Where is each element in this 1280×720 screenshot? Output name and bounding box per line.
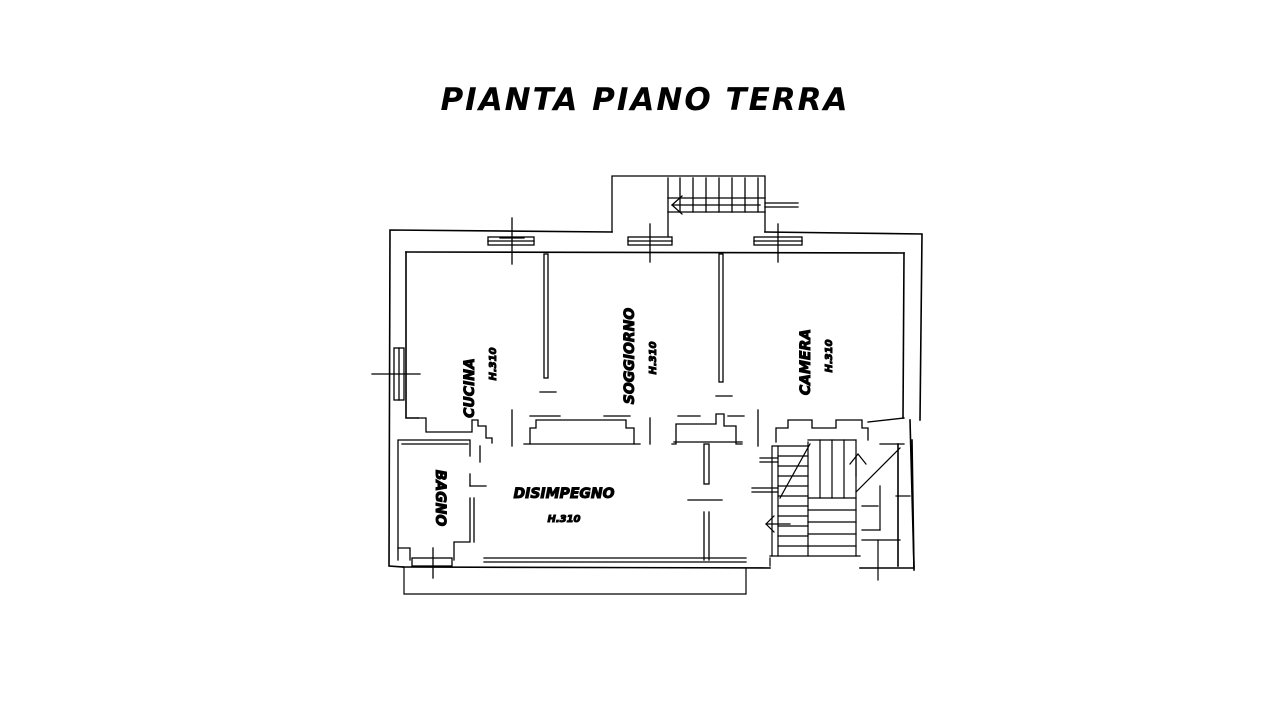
room-label-disimpegno: DISIMPEGNO [514,486,615,502]
room-height-soggiorno: H.310 [648,341,659,374]
room-label-cucina: CUCINA [462,358,478,418]
room-label-camera: CAMERA [798,329,814,395]
entrance-staircase [611,175,799,237]
partition-walls [397,253,905,563]
room-height-camera: H.310 [824,339,835,372]
room-height-disimpegno: H.310 [547,514,580,525]
room-label-soggiorno: SOGGIORNO [622,308,638,405]
plan-title: PIANTA PIANO TERRA [440,82,850,118]
outer-walls [388,229,923,571]
windows [371,217,803,579]
room-height-cucina: H.310 [488,347,499,380]
internal-staircase [751,439,911,581]
terrace-outline [403,557,771,595]
room-label-bagno: BAGNO [432,470,448,527]
